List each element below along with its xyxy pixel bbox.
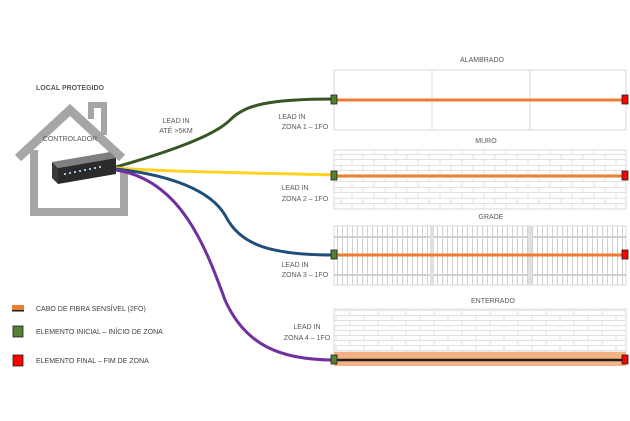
controller-top [52,152,116,168]
legend-start-label: ELEMENTO INICIAL – INÍCIO DE ZONA [36,327,163,336]
lead-cable-zone-3 [115,167,335,257]
zone-4-lead-line1: LEAD IN [293,324,320,331]
legend-fiber-label: CABO DE FIBRA SENSÍVEL (2FO) [36,304,146,313]
zone-2-end-element-icon [621,170,629,181]
main-lead-line2: ATÉ >5KM [159,126,193,135]
legend-item-end: ELEMENTO FINAL – FIM DE ZONA [12,354,149,367]
zone-2-start-element-icon [330,170,338,181]
zone-1-lead-line2: ZONA 1 – 1FO [282,124,329,131]
controller-side [52,162,58,184]
zone-3-lead-line1: LEAD IN [281,262,308,269]
zone-2-lead-line1: LEAD IN [281,185,308,192]
zone-3-grade: GRADE [330,214,629,286]
house-roof [14,103,126,162]
main-lead-line1: LEAD IN [162,118,189,125]
zone-4-lead-line2: ZONA 4 – 1FO [284,335,331,342]
zone-3-lead-line2: ZONA 3 – 1FO [282,272,329,279]
green-start-element-icon [12,325,24,338]
protected-site-house: LOCAL PROTEGIDO CONTROLADOR [14,85,128,216]
orange-cable-icon [12,305,24,310]
site-title: LOCAL PROTEGIDO [36,85,104,92]
controller-front [58,158,116,184]
legend-end-label: ELEMENTO FINAL – FIM DE ZONA [36,358,149,365]
legend: CABO DE FIBRA SENSÍVEL (2FO) ELEMENTO IN… [12,304,163,367]
zone-4-end-element-icon [621,354,629,365]
brick-wall-panel [333,149,627,210]
legend-item-fiber: CABO DE FIBRA SENSÍVEL (2FO) [12,304,146,313]
controller-device [52,152,116,184]
zone-3-start-element-icon [330,249,338,260]
zone-4-start-element-icon [330,354,338,365]
zone-2-title: MURO [475,138,497,145]
zone-1-start-element-icon [330,94,338,105]
zone-4-enterrado: ENTERRADO [330,298,629,366]
zone-2-lead-line2: ZONA 2 – 1FO [282,196,329,203]
red-end-element-icon [12,354,24,367]
zone-1-title: ALAMBRADO [460,57,505,64]
zone-1-alambrado: ALAMBRADO [330,57,629,131]
zone-1-end-element-icon [621,94,629,105]
zone-2-muro: MURO [330,138,629,210]
zone-3-end-element-icon [621,249,629,260]
house-chimney [88,102,107,135]
controller-label: CONTROLADOR [43,136,97,143]
legend-item-start: ELEMENTO INICIAL – INÍCIO DE ZONA [12,325,163,338]
lead-cable-zone-1 [115,97,335,169]
lead-cable-zone-4 [115,168,335,362]
wall-above-ground-panel [333,308,627,353]
zone-4-title: ENTERRADO [471,298,516,305]
controller-ports-icon [64,166,101,175]
lead-cable-zone-2 [115,166,335,177]
house-walls [30,150,128,216]
zone-3-title: GRADE [479,214,504,221]
zone-1-lead-line1: LEAD IN [278,114,305,121]
